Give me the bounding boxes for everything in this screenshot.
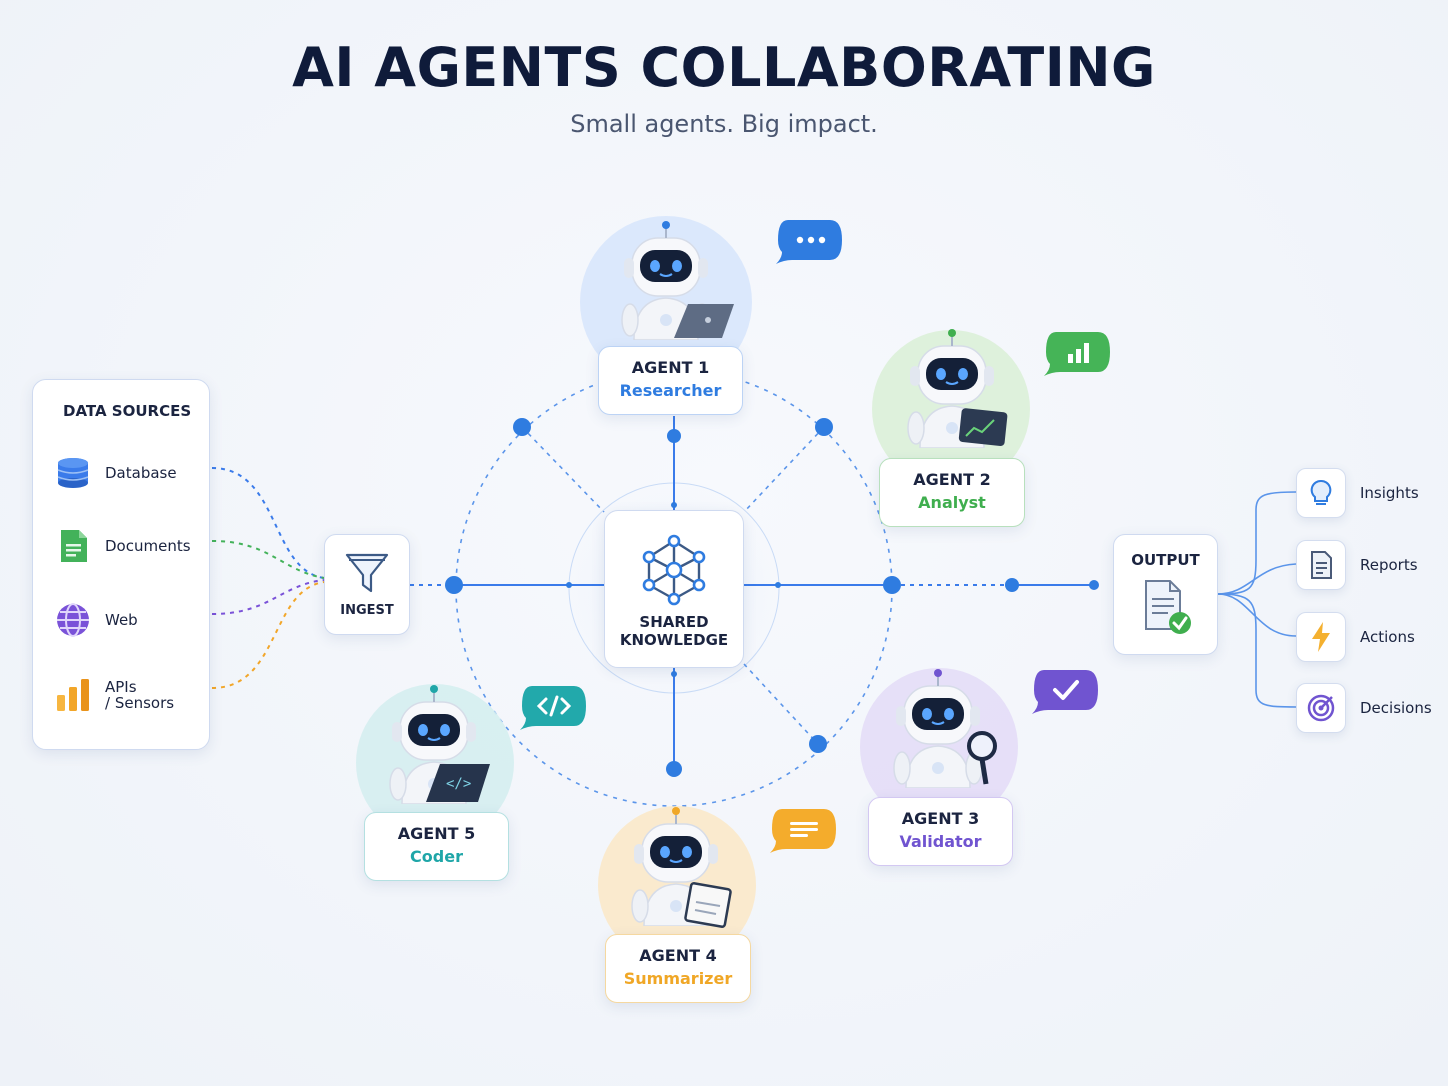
agent-title: AGENT 1 [631, 358, 710, 377]
agent-role: Validator [899, 832, 982, 851]
output-item-actions[interactable]: Actions [1296, 612, 1415, 662]
node-dot [815, 418, 833, 436]
data-source-database[interactable]: Database [55, 455, 177, 491]
apis-link [211, 581, 325, 689]
node-dot [883, 576, 901, 594]
database-link [211, 467, 325, 579]
data-sources-heading: DATA SOURCES [63, 402, 192, 420]
lightbulb-icon [1310, 479, 1332, 505]
funnel-icon [345, 553, 389, 593]
node-dot [809, 735, 827, 753]
agent-5-avatar: </> [356, 676, 514, 842]
svg-text:</>: </> [446, 776, 471, 792]
agent-4-avatar [598, 798, 756, 964]
node-dot [445, 576, 463, 594]
page-subtitle: Small agents. Big impact. [570, 110, 878, 138]
ellipsis-icon [776, 220, 842, 264]
data-source-label: Database [105, 464, 177, 482]
document-check-icon [1144, 580, 1191, 634]
data-source-web[interactable]: Web [55, 602, 138, 638]
database-icon [57, 458, 89, 488]
output-item-label: Decisions [1360, 699, 1432, 717]
data-source-label-line1: APIs [105, 678, 137, 696]
robot-icon [596, 221, 734, 348]
robot-icon: </> [364, 685, 490, 812]
output-item-label: Insights [1360, 484, 1419, 502]
bar-chart-icon [57, 679, 89, 711]
output-item-label: Reports [1360, 556, 1418, 574]
agent-1-card[interactable]: AGENT 1 Researcher [598, 346, 743, 415]
robot-icon [606, 807, 732, 928]
output-card[interactable]: OUTPUT [1113, 534, 1218, 655]
node-dot [666, 761, 682, 777]
agent-role: Summarizer [623, 969, 733, 988]
document-icon [61, 530, 87, 562]
agent-title: AGENT 3 [901, 809, 980, 828]
hub-label-line2: KNOWLEDGE [619, 631, 729, 649]
ingest-card[interactable]: INGEST [324, 534, 410, 635]
ingest-label: INGEST [340, 603, 394, 618]
agent-role: Coder [410, 847, 463, 866]
data-source-label: Documents [105, 537, 191, 555]
output-item-reports[interactable]: Reports [1296, 540, 1418, 590]
agent-2-card[interactable]: AGENT 2 Analyst [879, 458, 1025, 527]
web-link [211, 579, 325, 615]
data-source-apis[interactable]: APIs / Sensors [55, 677, 174, 713]
bar-chart-icon [1044, 332, 1110, 376]
agent-5-card[interactable]: AGENT 5 Coder [364, 812, 509, 881]
node-dot [1005, 578, 1019, 592]
lightning-icon [1312, 622, 1330, 652]
check-icon [1032, 670, 1098, 714]
page-title: AI AGENTS COLLABORATING [292, 36, 1156, 99]
agent-4-card[interactable]: AGENT 4 Summarizer [605, 934, 751, 1003]
shared-knowledge-hub[interactable]: SHARED KNOWLEDGE [604, 510, 744, 668]
globe-icon [57, 603, 89, 637]
robot-icon [882, 329, 1008, 456]
agent-title: AGENT 4 [639, 946, 717, 965]
node-dot [1089, 580, 1099, 590]
target-icon [1307, 694, 1335, 722]
node-dot [513, 418, 531, 436]
data-source-label: Web [105, 611, 138, 629]
agent-2-avatar [872, 320, 1030, 488]
documents-link [211, 540, 325, 579]
agent-role: Analyst [918, 493, 986, 512]
output-item-label: Actions [1360, 628, 1415, 646]
agent-3-card[interactable]: AGENT 3 Validator [868, 797, 1013, 866]
hub-label-line1: SHARED [639, 613, 709, 631]
agent-role: Researcher [619, 381, 722, 400]
data-source-label-line2: / Sensors [105, 694, 175, 712]
node-dot [667, 429, 681, 443]
text-lines-icon [770, 809, 836, 853]
data-source-documents[interactable]: Documents [55, 528, 191, 564]
report-icon [1311, 551, 1332, 579]
output-heading: OUTPUT [1131, 551, 1200, 569]
data-source-label: APIs / Sensors [105, 679, 174, 711]
agent-3-avatar [860, 660, 1018, 826]
agent-title: AGENT 2 [913, 470, 991, 489]
robot-icon [868, 669, 997, 796]
output-item-insights[interactable]: Insights [1296, 468, 1419, 518]
code-icon [520, 686, 586, 730]
agent-1-avatar [580, 212, 752, 388]
output-item-decisions[interactable]: Decisions [1296, 683, 1432, 733]
data-sources-panel: DATA SOURCES Database Documents Web [32, 379, 210, 750]
network-icon [642, 534, 706, 606]
agent-title: AGENT 5 [397, 824, 476, 843]
